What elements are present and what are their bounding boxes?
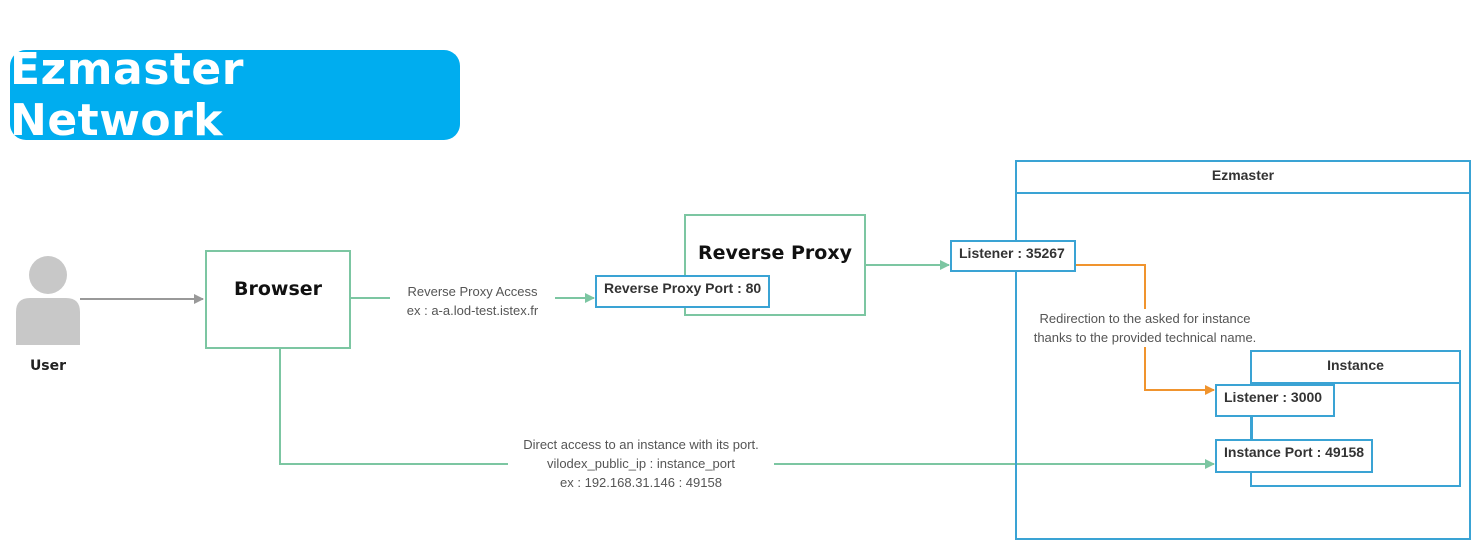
redirection-line2: thanks to the provided technical name. xyxy=(1033,330,1257,345)
browser-label: Browser xyxy=(233,278,323,300)
direct-access-arrow xyxy=(279,348,1215,469)
user-icon xyxy=(16,256,80,345)
reverse-proxy-node: Reverse Proxy xyxy=(684,214,866,316)
direct-access-line3: ex : 192.168.31.146 : 49158 xyxy=(560,475,722,490)
ezmaster-label: Ezmaster xyxy=(1017,162,1469,194)
page-title: Ezmaster Network xyxy=(10,44,460,146)
instance-container: Instance xyxy=(1250,350,1461,487)
direct-access-line2: vilodex_public_ip : instance_port xyxy=(547,456,735,471)
browser-node: Browser xyxy=(205,250,351,349)
ezmaster-container: Ezmaster xyxy=(1015,160,1471,540)
instance-label: Instance xyxy=(1252,352,1459,384)
redirection-line1: Redirection to the asked for instance xyxy=(1039,311,1251,326)
instance-port: Instance Port : 49158 xyxy=(1215,439,1373,473)
reverse-proxy-access-line1: Reverse Proxy Access xyxy=(407,284,538,299)
ezmaster-listener: Listener : 35267 xyxy=(950,240,1076,272)
redirection-label: Redirection to the asked for instance th… xyxy=(1020,309,1270,347)
reverse-proxy-port: Reverse Proxy Port : 80 xyxy=(595,275,770,308)
reverse-proxy-label: Reverse Proxy xyxy=(698,242,852,264)
direct-access-label: Direct access to an instance with its po… xyxy=(508,435,774,492)
user-label: User xyxy=(29,358,67,374)
reverse-proxy-access-line2: ex : a-a.lod-test.istex.fr xyxy=(406,303,539,318)
instance-listener: Listener : 3000 xyxy=(1215,384,1335,417)
reverse-proxy-access-label: Reverse Proxy Access ex : a-a.lod-test.i… xyxy=(390,282,555,320)
direct-access-line1: Direct access to an instance with its po… xyxy=(523,437,759,452)
